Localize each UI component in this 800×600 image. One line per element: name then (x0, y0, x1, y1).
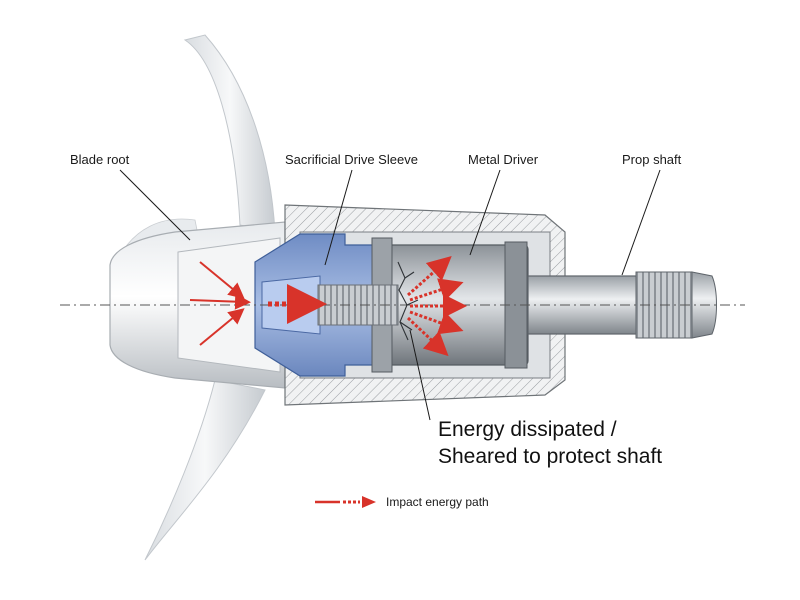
callout-line-2: Sheared to protect shaft (438, 445, 663, 468)
leader-lines (119, 169, 661, 421)
lower-blade (144, 379, 266, 561)
upper-blade (183, 34, 276, 233)
shear-cracks (397, 261, 419, 341)
label-metal-driver: Metal Driver (468, 152, 539, 167)
legend-arrow-icon (315, 496, 376, 508)
label-blade-root: Blade root (70, 152, 130, 167)
label-prop-shaft: Prop shaft (622, 152, 682, 167)
impact-arrows (189, 256, 467, 357)
label-sacrificial-drive-sleeve: Sacrificial Drive Sleeve (285, 152, 418, 167)
callout-line-1: Energy dissipated / (438, 418, 617, 441)
legend-label: Impact energy path (386, 495, 489, 509)
